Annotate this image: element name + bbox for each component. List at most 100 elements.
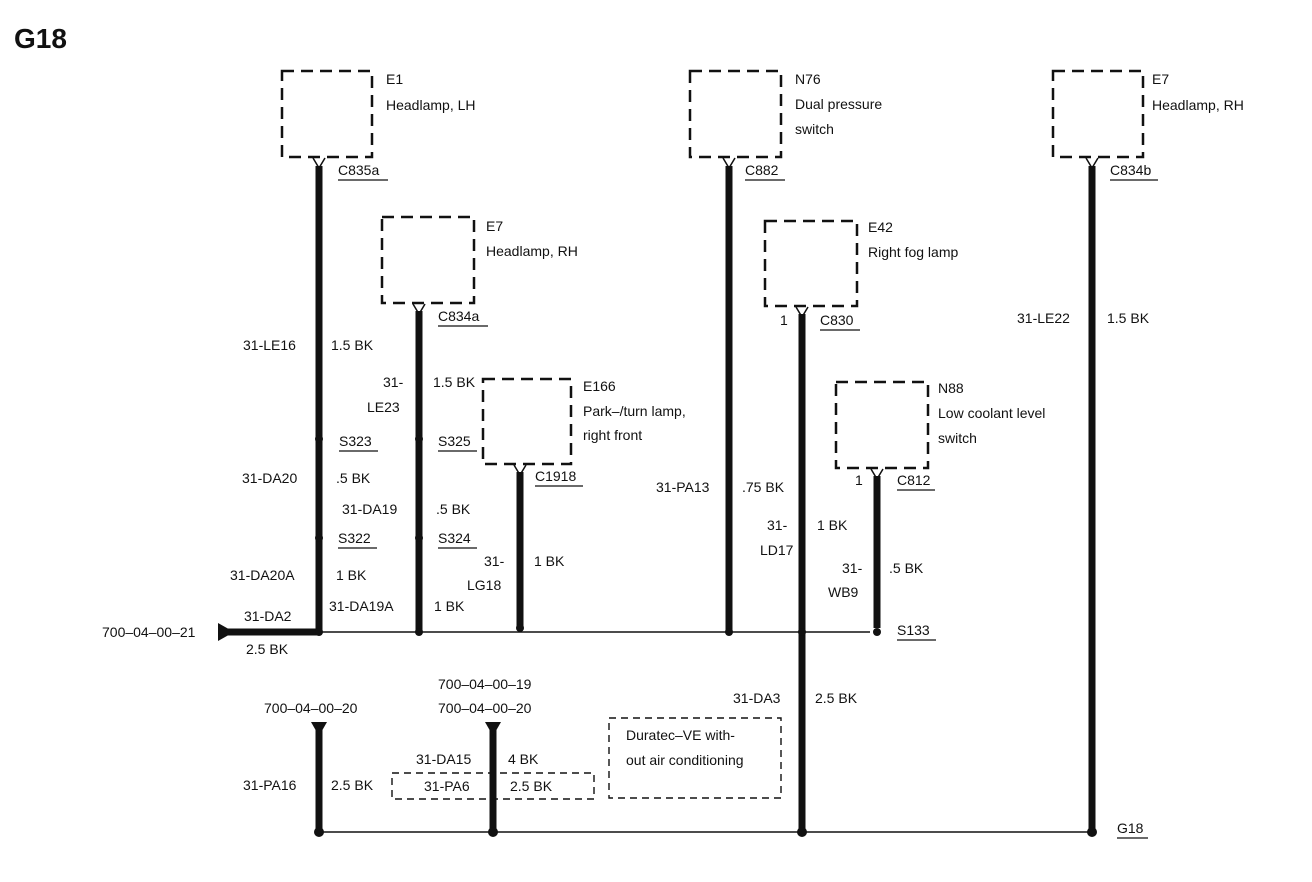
connector-tip-c882 [722,157,736,170]
ground-dot [797,827,807,837]
junction-dot [798,628,806,636]
connector-c1918: C1918 [535,468,576,484]
connector-c830-pin: 1 [780,312,788,328]
wire-da3-spec: 2.5 BK [815,690,858,706]
arrow-ref-21 [218,623,234,641]
wire-da20a-circuit: 31-DA20A [230,567,295,583]
connector-tip-c834a [412,303,426,316]
junction-dot [873,628,881,636]
wire-da19a-circuit: 31-DA19A [329,598,394,614]
connector-c812: C812 [897,472,931,488]
connector-c834b: C834b [1110,162,1151,178]
splice-s325: S325 [438,433,471,449]
component-e1-name: Headlamp, LH [386,97,476,113]
component-e166-id: E166 [583,378,616,394]
component-n88-box [834,380,930,470]
component-e7-top-name: Headlamp, RH [1152,97,1244,113]
connector-c835a: C835a [338,162,379,178]
connector-tip-c830 [795,306,809,319]
wire-le22-circuit: 31-LE22 [1017,310,1070,326]
arrow-ref-19-20 [485,722,501,736]
component-n88-id: N88 [938,380,964,396]
wire-da2-spec: 2.5 BK [246,641,289,657]
component-e7-top-id: E7 [1152,71,1169,87]
splice-s323: S323 [339,433,372,449]
wire-da3-circuit: 31-DA3 [733,690,781,706]
component-e7-top-box [1051,69,1145,159]
component-e7-mid-box [380,215,476,305]
wire-da19-spec: .5 BK [436,501,471,517]
component-e42-name: Right fog lamp [868,244,958,260]
wire-pa6-circuit: 31-PA6 [424,778,470,794]
arrow-ref-20-left [311,722,327,736]
splice-dot-s324 [415,534,423,542]
wire-da19a-spec: 1 BK [434,598,465,614]
component-n76-name-line1: Dual pressure [795,96,882,112]
component-e7-mid-id: E7 [486,218,503,234]
component-e166-box [481,377,573,466]
component-n76-id: N76 [795,71,821,87]
connector-tip-c834b [1085,157,1099,170]
ref-700-04-00-19: 700–04–00–19 [438,676,532,692]
component-e1-id: E1 [386,71,403,87]
wire-le23-circuit-line2: LE23 [367,399,400,415]
note-box-duratec [608,717,782,799]
wire-le16-circuit: 31-LE16 [243,337,296,353]
wire-da19-circuit: 31-DA19 [342,501,397,517]
junction-dot [315,628,323,636]
splice-s324: S324 [438,530,471,546]
wire-ld17-circuit-line2: LD17 [760,542,794,558]
wire-lg18-circuit-line2: LG18 [467,577,501,593]
connector-tip-c812 [870,468,884,481]
wire-da15-circuit: 31-DA15 [416,751,471,767]
wire-pa13-spec: .75 BK [742,479,785,495]
ground-g18-label: G18 [1117,820,1144,836]
junction-dot [415,628,423,636]
wire-wb9-circuit-line1: 31- [842,560,863,576]
connector-tip-c835a [312,157,326,170]
ground-dot [314,827,324,837]
wire-le23-circuit-line1: 31- [383,374,404,390]
wire-le16-spec: 1.5 BK [331,337,374,353]
component-n88-name-line1: Low coolant level [938,405,1045,421]
wire-ld17-spec: 1 BK [817,517,848,533]
connector-tip-c1918 [513,464,527,477]
note-duratec-line2: out air conditioning [626,752,744,768]
splice-dot-s325 [415,435,423,443]
wire-da20-circuit: 31-DA20 [242,470,297,486]
wire-pa13-circuit: 31-PA13 [656,479,710,495]
wire-lg18-spec: 1 BK [534,553,565,569]
component-e42-id: E42 [868,219,893,235]
connector-c834a: C834a [438,308,479,324]
junction-dot [725,628,733,636]
component-e42-box [763,219,859,308]
wire-da20-spec: .5 BK [336,470,371,486]
ref-700-04-00-20-left: 700–04–00–20 [264,700,358,716]
connector-c812-pin: 1 [855,472,863,488]
splice-s322: S322 [338,530,371,546]
wire-pa16-circuit: 31-PA16 [243,777,297,793]
wire-pa6-spec: 2.5 BK [510,778,553,794]
splice-s133: S133 [897,622,930,638]
junction-dot [516,624,524,632]
wire-le22-spec: 1.5 BK [1107,310,1150,326]
component-n76-name-line2: switch [795,121,834,137]
component-e1-box [280,69,374,159]
connector-c882: C882 [745,162,779,178]
connector-c830: C830 [820,312,854,328]
splice-dot-s322 [315,534,323,542]
component-e166-name-line1: Park–/turn lamp, [583,403,686,419]
ground-dot [488,827,498,837]
wire-wb9-circuit-line2: WB9 [828,584,859,600]
component-e7-mid-name: Headlamp, RH [486,243,578,259]
ref-700-04-00-21: 700–04–00–21 [102,624,196,640]
page-title: G18 [14,23,67,54]
ref-700-04-00-20-right: 700–04–00–20 [438,700,532,716]
component-n76-box [688,69,783,159]
wire-wb9-spec: .5 BK [889,560,924,576]
wire-lg18-circuit-line1: 31- [484,553,505,569]
component-e166-name-line2: right front [583,427,642,443]
wire-da15-spec: 4 BK [508,751,539,767]
wire-le23-spec: 1.5 BK [433,374,476,390]
